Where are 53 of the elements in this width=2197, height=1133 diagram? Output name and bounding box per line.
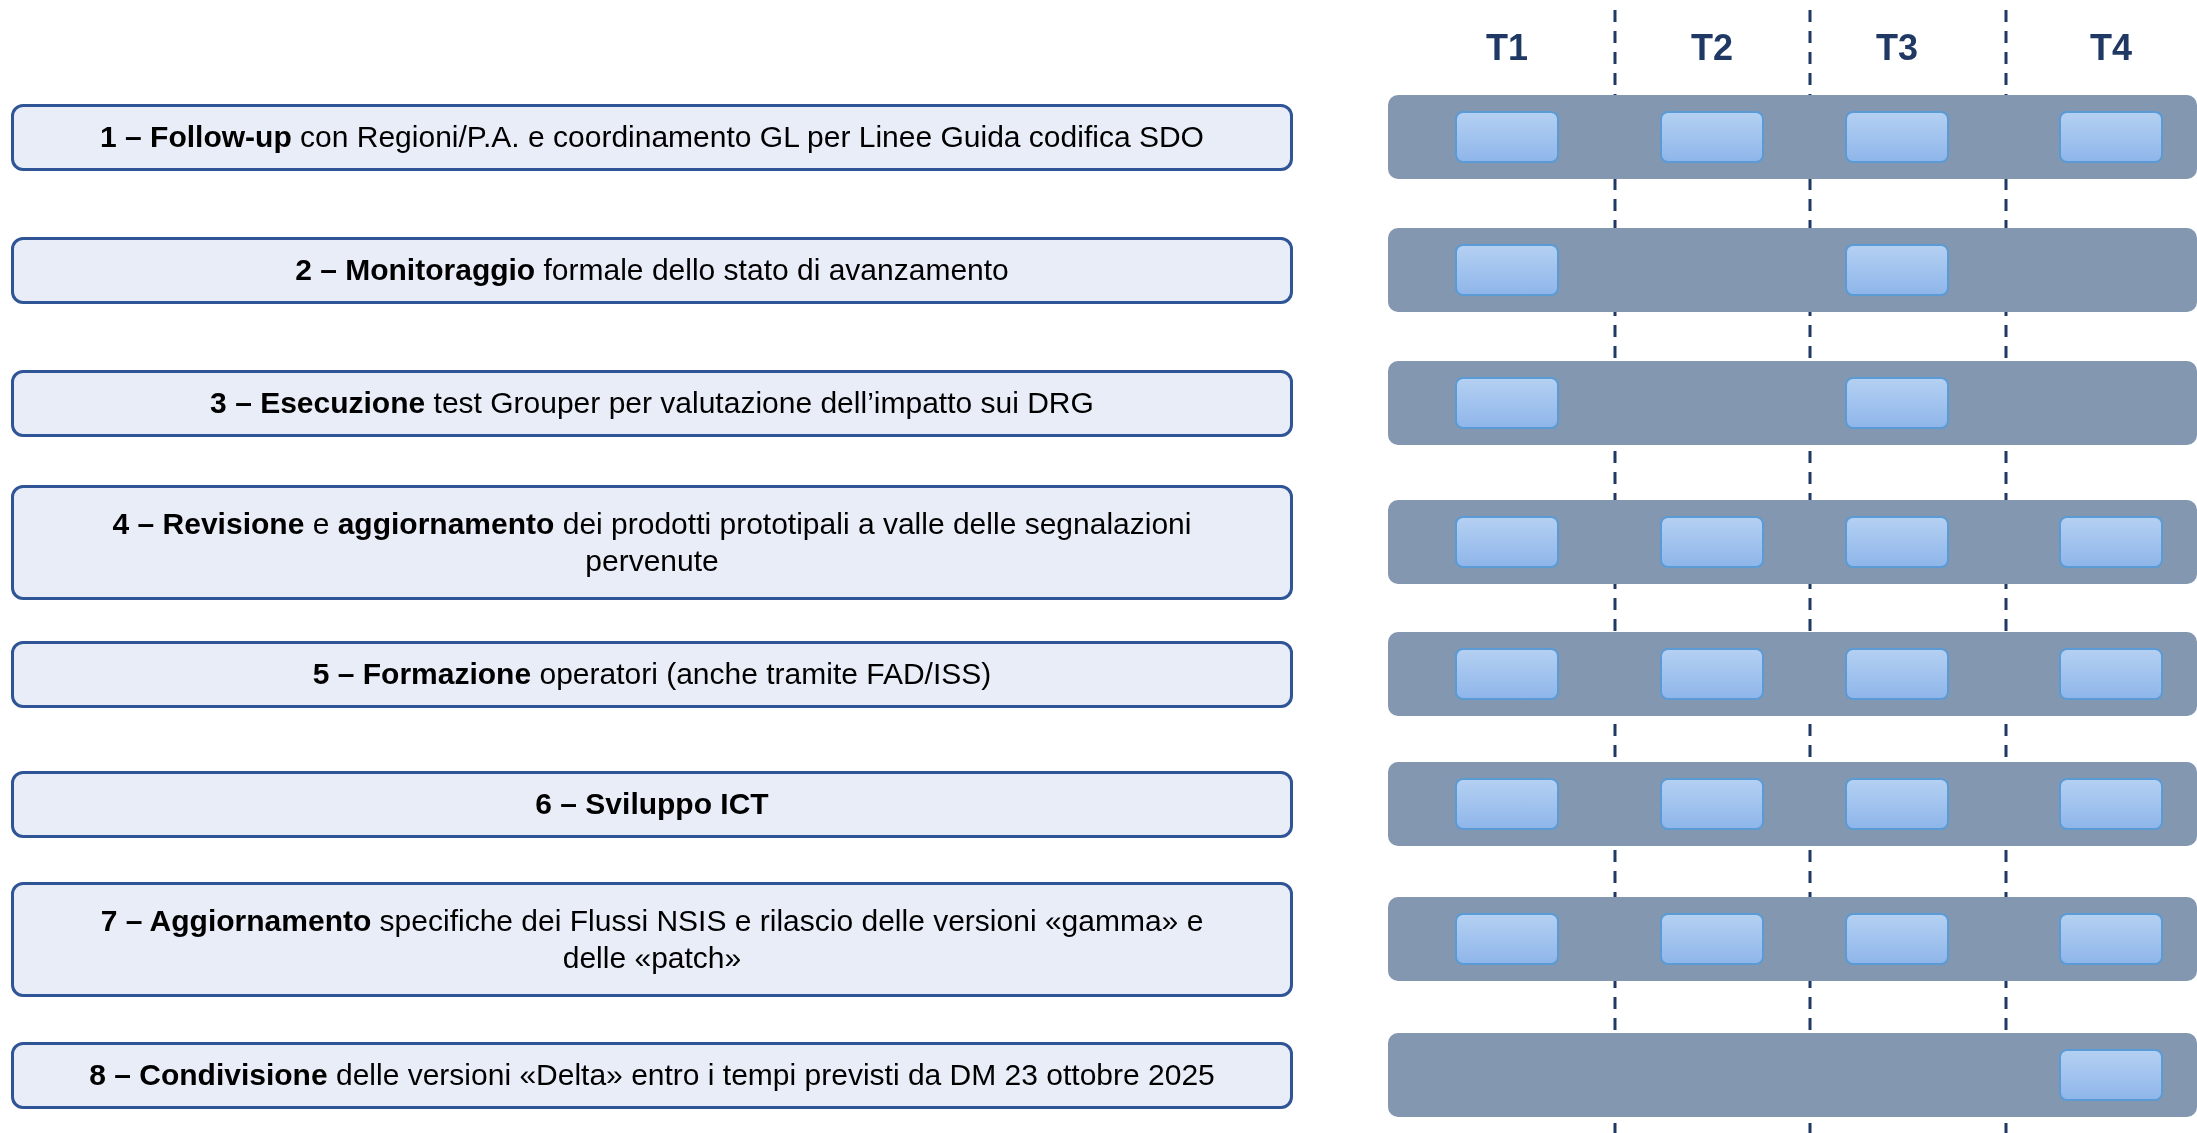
task-text: 8 – Condivisione delle versioni «Delta» entro i tempi previsti da DM 23 ottobre 2025	[89, 1057, 1215, 1094]
task-box	[11, 640, 1293, 708]
task-box	[11, 484, 1293, 600]
timeline-band	[1388, 228, 2197, 312]
activity-slot	[1845, 913, 1949, 965]
activity-slot	[1660, 111, 1764, 163]
timeline-band	[1388, 632, 2197, 716]
period-header: T3	[1876, 27, 1918, 69]
activity-slot	[1455, 913, 1559, 965]
activity-slot	[1845, 244, 1949, 296]
task-box	[11, 770, 1293, 838]
period-header: T1	[1486, 27, 1528, 69]
activity-slot	[1455, 244, 1559, 296]
task-box	[11, 369, 1293, 437]
timeline-band	[1388, 762, 2197, 846]
task-text: 7 – Aggiornamento specifiche dei Flussi NSIS e rilascio delle versioni «gamma» e delle «patch»	[99, 902, 1205, 976]
activity-slot	[1845, 648, 1949, 700]
activity-slot	[2059, 778, 2163, 830]
timeline-band	[1388, 500, 2197, 584]
task-box	[11, 236, 1293, 304]
activity-slot	[1660, 778, 1764, 830]
task-box	[11, 103, 1293, 171]
activity-slot	[1845, 516, 1949, 568]
activity-slot	[1845, 778, 1949, 830]
activity-slot	[2059, 648, 2163, 700]
task-text: 5 – Formazione operatori (anche tramite FAD/ISS)	[312, 656, 992, 693]
activity-slot	[1455, 516, 1559, 568]
task-text: 3 – Esecuzione test Grouper per valutazione dell’impatto sui DRG	[210, 385, 1094, 422]
activity-slot	[1845, 111, 1949, 163]
activity-slot	[2059, 1049, 2163, 1101]
activity-slot	[2059, 111, 2163, 163]
activity-slot	[1660, 516, 1764, 568]
task-box	[11, 1041, 1293, 1109]
activity-slot	[1455, 648, 1559, 700]
task-box	[11, 881, 1293, 997]
activity-slot	[1660, 648, 1764, 700]
activity-slot	[1455, 377, 1559, 429]
activity-slot	[2059, 516, 2163, 568]
timeline-band	[1388, 361, 2197, 445]
period-header: T4	[2090, 27, 2132, 69]
task-text: 1 – Follow-up con Regioni/P.A. e coordinamento GL per Linee Guida codifica SDO	[100, 119, 1204, 156]
task-text: 6 – Sviluppo ICT	[535, 786, 769, 823]
activity-slot	[1455, 111, 1559, 163]
task-text: 4 – Revisione e aggiornamento dei prodotti prototipali a valle delle segnalazioni pervenute	[111, 505, 1193, 579]
period-header: T2	[1691, 27, 1733, 69]
activity-slot	[1845, 377, 1949, 429]
activity-slot	[1660, 913, 1764, 965]
timeline-band	[1388, 897, 2197, 981]
timeline-band	[1388, 1033, 2197, 1117]
activity-slot	[1455, 778, 1559, 830]
task-text: 2 – Monitoraggio formale dello stato di avanzamento	[295, 252, 1009, 289]
activity-slot	[2059, 913, 2163, 965]
timeline-band	[1388, 95, 2197, 179]
